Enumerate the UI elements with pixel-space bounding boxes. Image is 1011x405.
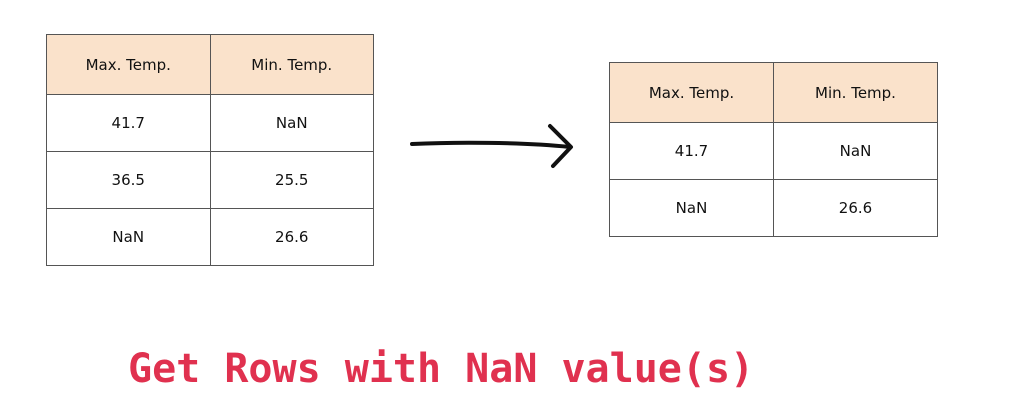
table-cell: 25.5 (209, 151, 374, 209)
header-cell-min-temp: Min. Temp. (773, 62, 938, 123)
table-cell: 36.5 (46, 151, 211, 209)
header-cell-max-temp: Max. Temp. (609, 62, 774, 123)
table-row: NaN 26.6 (609, 179, 938, 237)
table-row: 36.5 25.5 (46, 151, 374, 209)
table-row: 41.7 NaN (609, 122, 938, 180)
table-row: 41.7 NaN (46, 94, 374, 152)
table-cell: NaN (773, 122, 938, 180)
header-row: Max. Temp. Min. Temp. (609, 62, 938, 123)
table-cell: 26.6 (209, 208, 374, 266)
table-cell: 41.7 (609, 122, 774, 180)
table-cell: NaN (209, 94, 374, 152)
table-row: NaN 26.6 (46, 208, 374, 266)
arrow-shaft (410, 140, 572, 149)
table-cell: NaN (609, 179, 774, 237)
table-cell: 26.6 (773, 179, 938, 237)
header-cell-min-temp: Min. Temp. (209, 34, 374, 95)
caption-title: Get Rows with NaN value(s) (128, 346, 755, 392)
table-cell: NaN (46, 208, 211, 266)
result-table: Max. Temp. Min. Temp. 41.7 NaN NaN 26.6 (609, 62, 938, 237)
arrow-head (548, 124, 573, 168)
source-table: Max. Temp. Min. Temp. 41.7 NaN 36.5 25.5… (46, 34, 374, 266)
right-arrow-icon (410, 124, 573, 168)
header-cell-max-temp: Max. Temp. (46, 34, 211, 95)
header-row: Max. Temp. Min. Temp. (46, 34, 374, 95)
table-cell: 41.7 (46, 94, 211, 152)
